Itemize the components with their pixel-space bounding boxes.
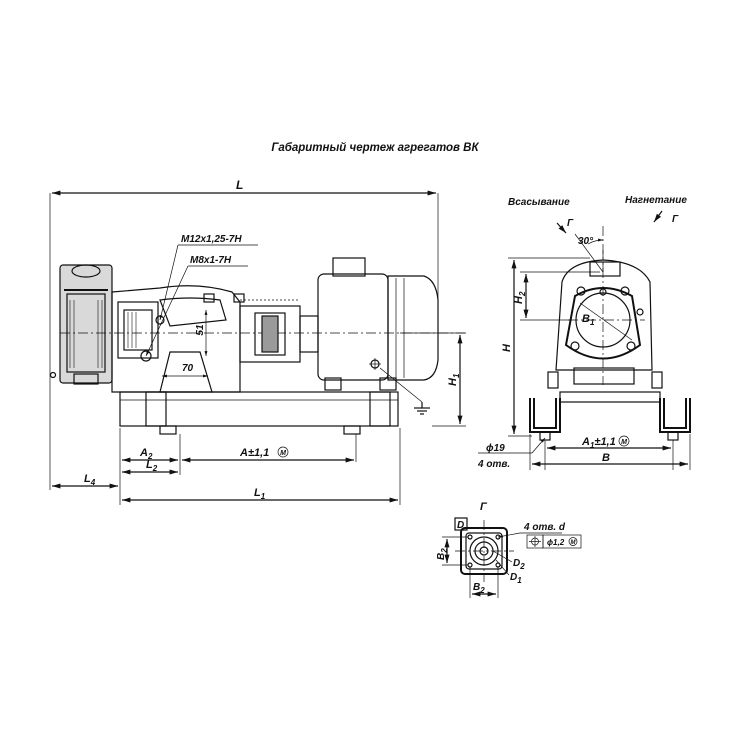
holes-d-label: 4 отв. d	[523, 522, 566, 533]
base-channels	[529, 391, 691, 441]
drawing-title: Габаритный чертеж агрегатов ВК	[271, 142, 479, 154]
dim-A1-label: A1±1,1	[581, 436, 616, 450]
dim-D-label: D	[457, 520, 464, 531]
dim-H-label: H	[501, 343, 513, 352]
thread-callouts: М12х1,25-7Н М8х1-7Н	[145, 234, 258, 357]
coupling	[60, 299, 465, 363]
dim-A-label: A±1,1	[239, 447, 269, 459]
view-mark-left: Г	[567, 218, 574, 229]
dim-H2-label: H2	[513, 291, 527, 304]
thread-m12-label: М12х1,25-7Н	[181, 234, 242, 245]
suction-label: Всасывание	[508, 197, 570, 208]
dim-51-label: 51	[195, 324, 206, 336]
dim-L2-label: L2	[146, 459, 158, 473]
dim-B1-label: B1	[582, 313, 595, 327]
dim-D1-label: D1	[510, 572, 522, 585]
front-view: Всасывание Нагнетание Г Г 30°	[477, 195, 691, 470]
side-view: L	[49, 178, 466, 505]
angle-30-label: 30°	[578, 236, 594, 247]
tol-circle-label: M	[571, 540, 577, 546]
dim-H1-label: H1	[447, 373, 461, 386]
dim-L4-label: L4	[84, 473, 96, 487]
dim-A2-label: A2	[139, 447, 153, 461]
discharge-label: Нагнетание	[625, 195, 687, 206]
tol-value-label: ϕ1,2	[547, 538, 565, 547]
pump-casing	[49, 264, 113, 385]
pump-front-outline	[547, 250, 663, 389]
dim-D2-label: D2	[513, 558, 525, 571]
base-frame	[119, 367, 430, 435]
detail-view-label: Г	[480, 501, 488, 513]
dim-phi19-label: ϕ19	[486, 443, 505, 454]
detail-view: Г D 4 отв. d ϕ1,2 M D2 D1	[436, 501, 582, 598]
dim-L1-label: L1	[254, 487, 266, 501]
view-mark-right: Г	[672, 214, 679, 225]
dim-B2-vertical-label: B2	[436, 548, 449, 560]
dim-B2-horizontal-label: B2	[473, 582, 485, 595]
dim-70-label: 70	[182, 363, 194, 374]
dim-L-label: L	[236, 178, 243, 192]
dim-A1-tol-circle: M	[621, 439, 627, 446]
holes-4-label: 4 отв.	[477, 459, 510, 470]
dim-B-label: B	[602, 452, 610, 464]
thread-m8-label: М8х1-7Н	[190, 255, 232, 266]
electric-motor	[299, 257, 439, 391]
dim-A-tol-circle: M	[280, 450, 286, 457]
